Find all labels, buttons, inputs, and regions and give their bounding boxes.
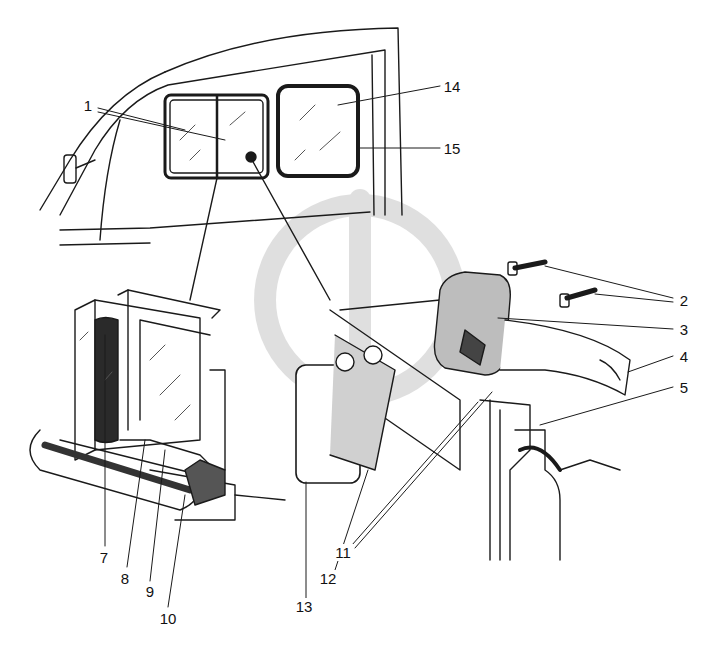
callout-number: 3 (678, 321, 690, 338)
callout-number: 5 (678, 379, 690, 396)
callout-number: 2 (678, 292, 690, 309)
callout-number: 11 (333, 544, 353, 561)
callout-number: 1 (82, 97, 94, 114)
truck-cab (40, 28, 402, 245)
callout-number: 13 (294, 598, 315, 615)
callout-number: 8 (119, 570, 131, 587)
sliding-window-section (30, 290, 285, 520)
callout-number: 12 (318, 570, 339, 587)
callout-number: 7 (98, 549, 110, 566)
callout-number: 10 (158, 610, 179, 627)
callout-number: 14 (442, 78, 463, 95)
latch-section (296, 262, 630, 560)
detail-pointer (190, 178, 217, 300)
callout-number: 15 (442, 140, 463, 157)
callout-number: 4 (678, 348, 690, 365)
callout-number: 9 (144, 583, 156, 600)
detail-pointer (252, 160, 330, 300)
leader-lines (98, 86, 673, 607)
